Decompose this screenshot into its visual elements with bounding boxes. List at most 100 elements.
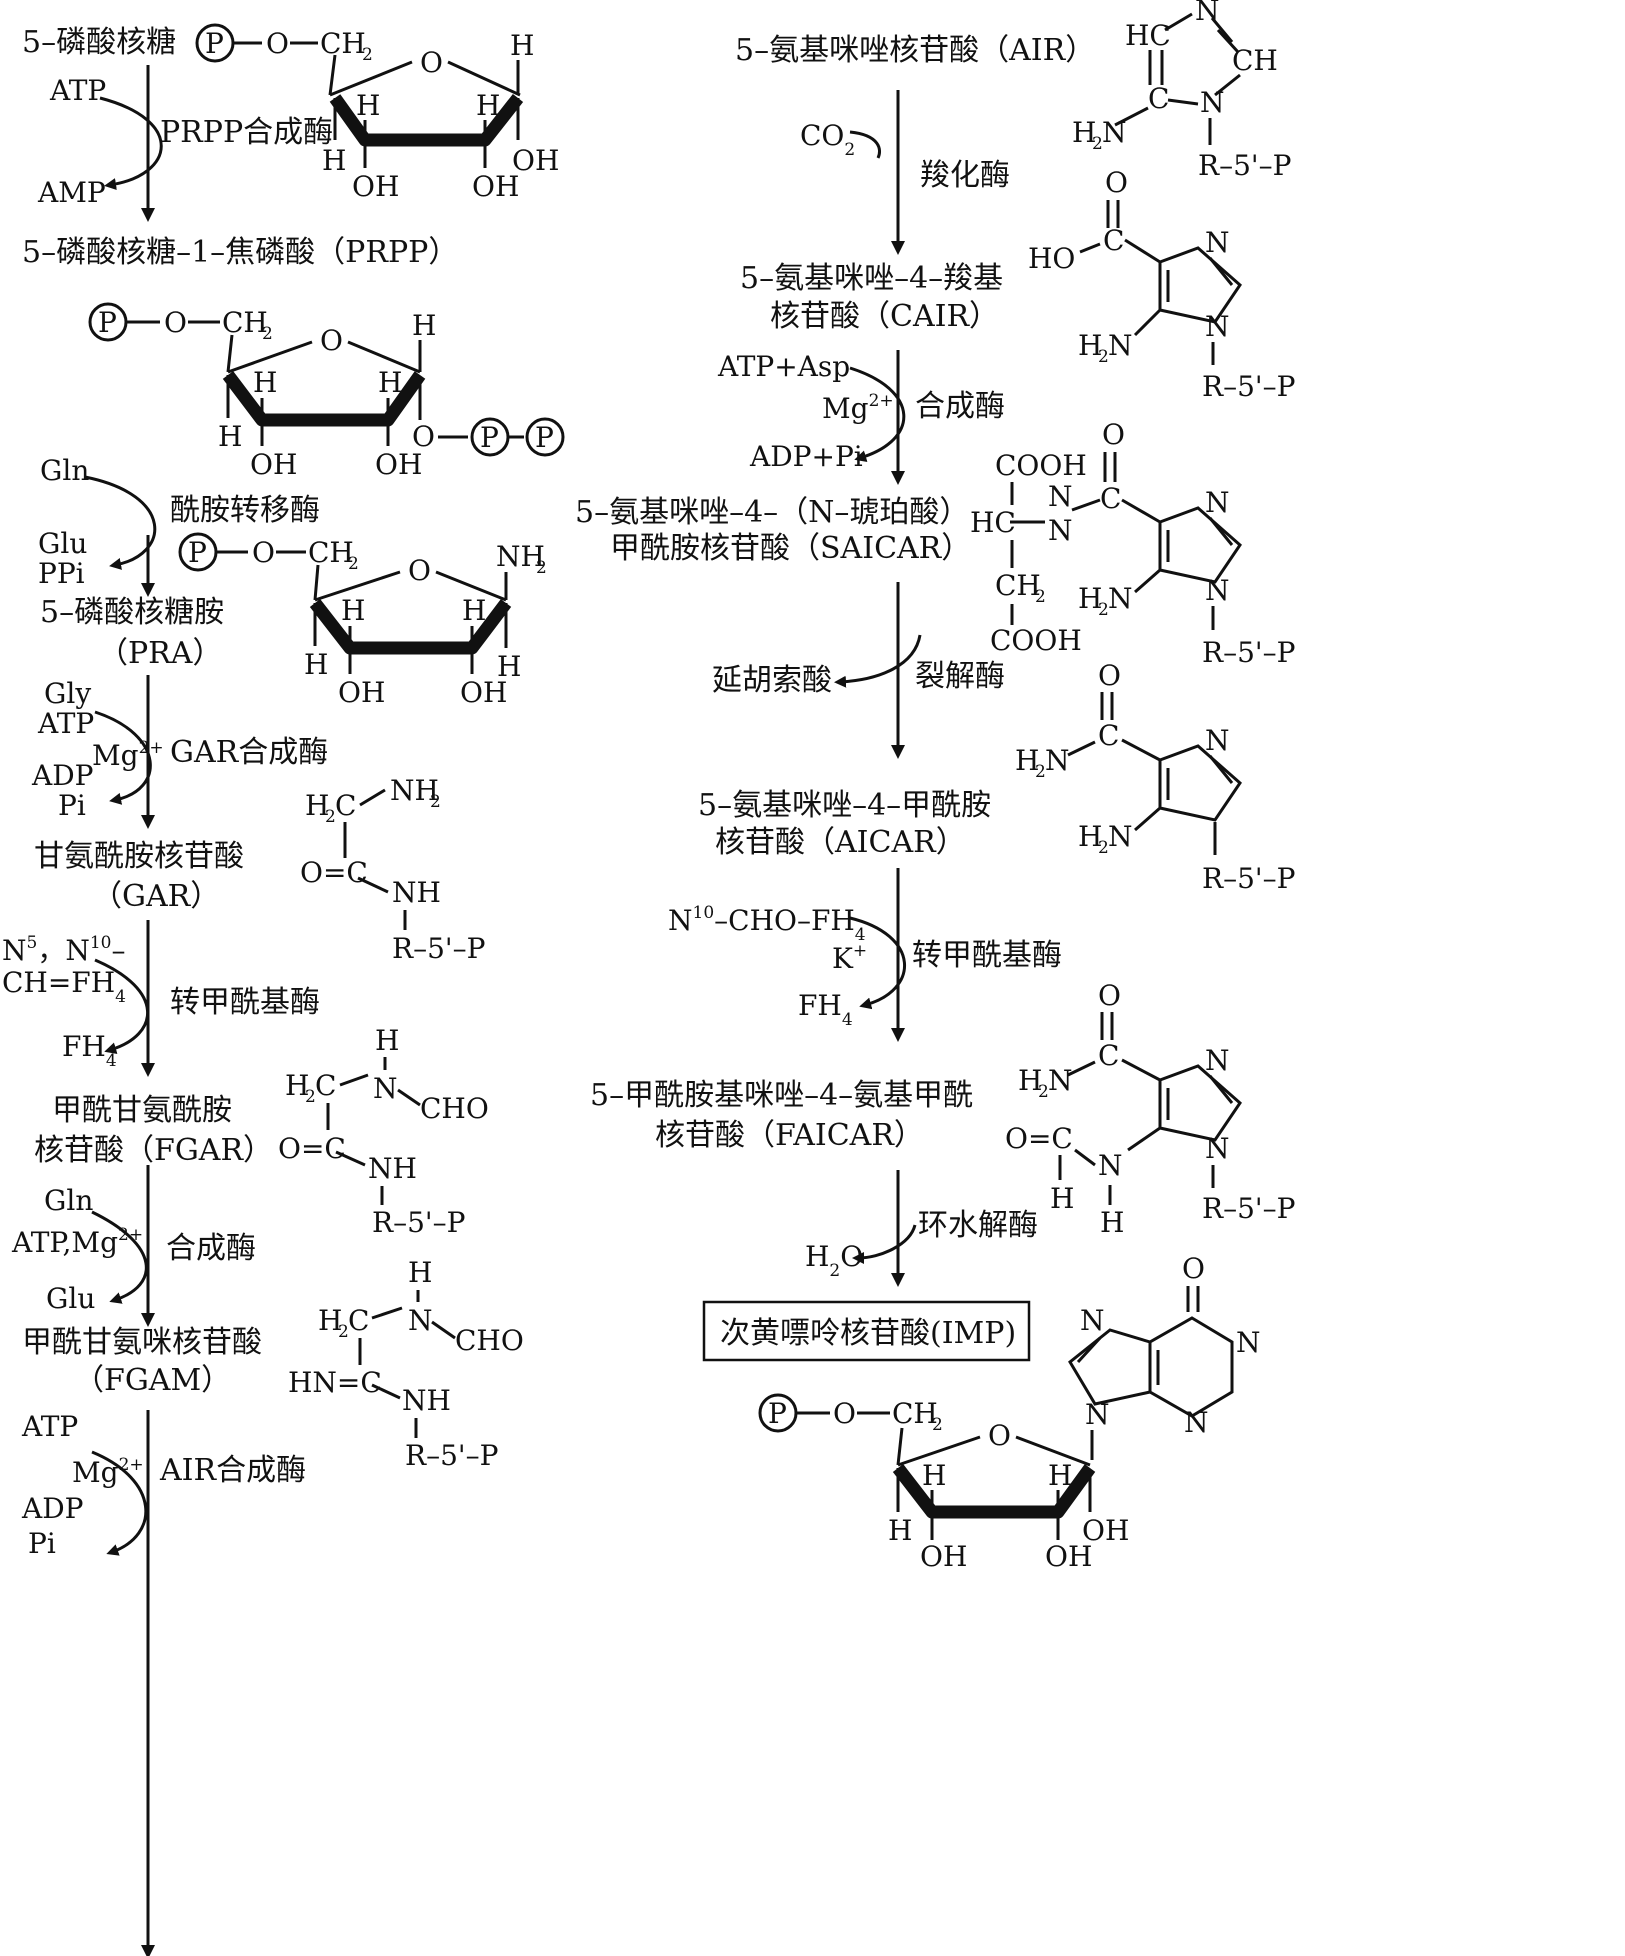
- svg-text:H: H: [305, 789, 329, 822]
- svg-text:P: P: [188, 536, 207, 569]
- svg-text:H: H: [1048, 1459, 1072, 1492]
- imp-label: 次黄嘌呤核苷酸(IMP): [720, 1316, 1016, 1351]
- pra-label-2: （PRA）: [98, 636, 222, 671]
- cofactor-n5n10-2: CH=FH4: [2, 966, 126, 1007]
- svg-text:N: N: [1184, 1406, 1209, 1439]
- svg-text:N: N: [1205, 1044, 1230, 1077]
- svg-text:R–5'–P: R–5'–P: [1198, 149, 1291, 182]
- cofactor-co2: CO2: [800, 119, 855, 160]
- svg-text:2: 2: [305, 1087, 316, 1107]
- cofactor-atp-1: ATP: [49, 74, 106, 107]
- air-label: 5–氨基咪唑核苷酸（AIR）: [735, 33, 1095, 68]
- svg-text:CH: CH: [222, 306, 268, 339]
- ribose-5-phosphate-label: 5–磷酸核糖: [22, 25, 176, 60]
- svg-text:CHO: CHO: [420, 1092, 489, 1125]
- svg-text:COOH: COOH: [995, 449, 1087, 482]
- svg-text:CHO: CHO: [455, 1324, 524, 1357]
- svg-text:N: N: [1205, 1132, 1230, 1165]
- svg-text:H: H: [356, 89, 380, 122]
- svg-text:OH: OH: [250, 448, 297, 481]
- aicar-label-1: 5–氨基咪唑–4–甲酰胺: [698, 788, 991, 823]
- enzyme-carboxylase: 羧化酶: [920, 158, 1010, 193]
- svg-text:C: C: [1098, 1039, 1119, 1072]
- cofactor-atp-2: ATP: [37, 707, 94, 740]
- prpp-structure: P O CH2 O H H H H OH OH O P P: [88, 302, 565, 481]
- svg-text:H: H: [462, 594, 486, 627]
- svg-text:R–5'–P: R–5'–P: [1202, 370, 1295, 403]
- svg-text:NH: NH: [402, 1384, 451, 1417]
- enzyme-formyltransferase-1: 转甲酰基酶: [170, 985, 320, 1020]
- svg-text:H: H: [888, 1514, 912, 1547]
- svg-text:N: N: [1048, 514, 1073, 547]
- enzyme-gar-synthase: GAR合成酶: [170, 735, 328, 770]
- left-cofactor-arrows: [84, 96, 163, 1556]
- enzyme-air-synthase: AIR合成酶: [159, 1453, 306, 1488]
- cofactor-fh4-2: FH4: [798, 989, 853, 1030]
- svg-text:2: 2: [1098, 838, 1109, 858]
- svg-text:O: O: [833, 1397, 856, 1430]
- svg-text:C: C: [315, 1069, 336, 1102]
- enzyme-formyltransferase-2: 转甲酰基酶: [912, 938, 1062, 973]
- cofactor-gln-2: Gln: [44, 1184, 93, 1217]
- cofactor-k: K+: [832, 941, 867, 975]
- svg-text:C: C: [1103, 224, 1124, 257]
- enzyme-synthase-2: 合成酶: [915, 389, 1005, 424]
- svg-text:N: N: [1048, 1064, 1073, 1097]
- svg-text:2: 2: [262, 324, 273, 344]
- svg-text:O: O: [420, 46, 443, 79]
- right-cofactor-arrows: [834, 130, 922, 1264]
- svg-text:C: C: [1098, 719, 1119, 752]
- svg-text:N: N: [1205, 724, 1230, 757]
- svg-text:N: N: [408, 1304, 433, 1337]
- svg-text:H: H: [375, 1024, 399, 1057]
- cofactor-adp-1: ADP: [31, 759, 94, 792]
- svg-text:R–5'–P: R–5'–P: [405, 1439, 498, 1472]
- svg-text:O: O: [988, 1419, 1011, 1452]
- svg-text:2: 2: [1092, 134, 1103, 154]
- svg-text:N: N: [373, 1072, 398, 1105]
- svg-text:N: N: [1205, 486, 1230, 519]
- svg-text:N: N: [1108, 582, 1133, 615]
- svg-text:OH: OH: [920, 1540, 967, 1573]
- svg-text:O=C: O=C: [1005, 1122, 1073, 1155]
- svg-text:2: 2: [338, 1322, 349, 1342]
- svg-text:P: P: [535, 421, 554, 454]
- svg-text:NH: NH: [368, 1152, 417, 1185]
- svg-text:N: N: [1236, 1326, 1261, 1359]
- fgar-label-1: 甲酰甘氨酰胺: [52, 1093, 232, 1128]
- svg-text:CH: CH: [308, 536, 354, 569]
- svg-text:NH: NH: [390, 774, 439, 807]
- svg-text:NH: NH: [496, 540, 545, 573]
- svg-text:2: 2: [1035, 762, 1046, 782]
- svg-text:R–5'–P: R–5'–P: [372, 1206, 465, 1239]
- svg-text:O: O: [320, 324, 343, 357]
- svg-text:OH: OH: [1045, 1540, 1092, 1573]
- svg-text:OH: OH: [1082, 1514, 1129, 1547]
- enzyme-amidotransferase: 酰胺转移酶: [170, 493, 320, 528]
- svg-text:H: H: [1078, 820, 1102, 853]
- cofactor-atp-3: ATP: [21, 1410, 78, 1443]
- svg-text:R–5'–P: R–5'–P: [1202, 862, 1295, 895]
- svg-text:O=C: O=C: [300, 856, 368, 889]
- svg-text:N: N: [1080, 1304, 1105, 1337]
- svg-text:2: 2: [1038, 1082, 1049, 1102]
- svg-text:R–5'–P: R–5'–P: [392, 932, 485, 965]
- gar-label-1: 甘氨酰胺核苷酸: [34, 839, 244, 874]
- svg-text:H: H: [253, 366, 277, 399]
- svg-text:N: N: [1108, 820, 1133, 853]
- svg-text:N: N: [1102, 116, 1127, 149]
- svg-text:H: H: [1018, 1064, 1042, 1097]
- svg-text:2: 2: [536, 558, 547, 578]
- svg-text:OH: OH: [472, 170, 519, 203]
- svg-text:HN=C: HN=C: [288, 1366, 382, 1399]
- svg-text:O: O: [1098, 659, 1121, 692]
- aicar-label-2: 核苷酸（AICAR）: [715, 825, 966, 860]
- svg-text:H: H: [1100, 1206, 1124, 1239]
- svg-text:2: 2: [1098, 600, 1109, 620]
- svg-text:2: 2: [1098, 347, 1109, 367]
